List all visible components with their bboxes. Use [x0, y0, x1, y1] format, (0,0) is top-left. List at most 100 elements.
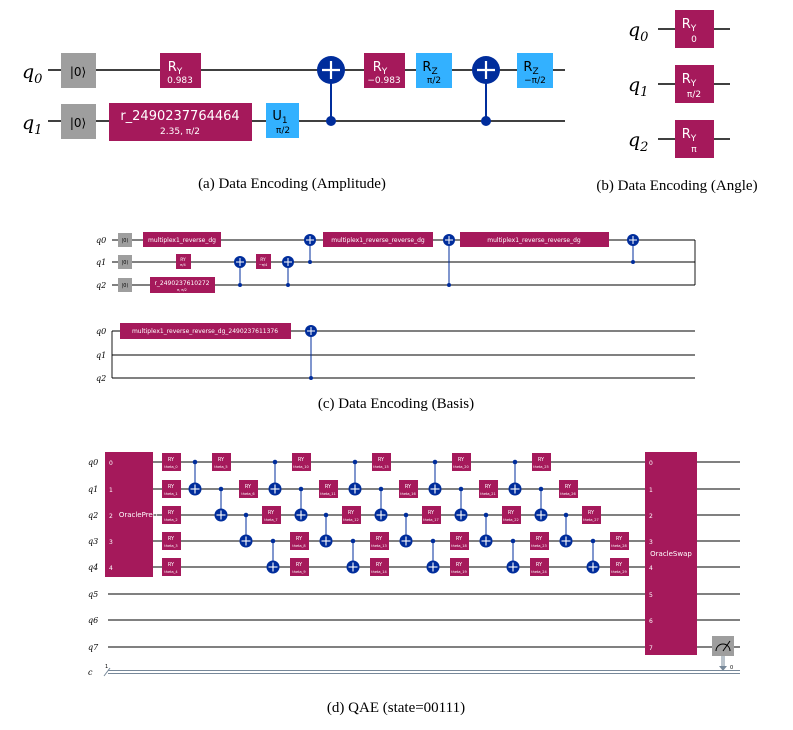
ry-gate-d-4 — [162, 558, 181, 576]
ry-gate-d-2 — [162, 506, 181, 524]
rz-gate-a-1-name: RZ — [422, 60, 437, 77]
ry-gate-d-0-name: RY — [168, 457, 175, 463]
ry-gate-d-14-name: RY — [376, 562, 383, 568]
ry-gate-d-14 — [370, 558, 389, 576]
ry-gate-d-6 — [239, 480, 258, 498]
panel-b-angle-circuit: q0 q1 q2 RY 0 RY π/2 RY π — [628, 10, 730, 158]
oracle-swap-port-1: 1 — [649, 487, 653, 494]
ry-gate-d-14-param: theta_14 — [371, 570, 387, 574]
oracle-prep-gate — [105, 452, 153, 577]
ry-gate-d-1-param: theta_1 — [164, 492, 177, 496]
ry-gate-d-18-param: theta_18 — [451, 544, 466, 548]
cnot-d-18-control — [563, 512, 569, 518]
qubit-label-c2-q0: q0 — [96, 327, 106, 336]
ry-gate-d-8 — [290, 532, 309, 550]
ry-gate-d-13 — [370, 532, 389, 550]
cnot-d-7-control — [350, 538, 356, 544]
ry-gate-d-24-param: theta_24 — [531, 570, 547, 574]
mux-gate-c-3-label: multiplex1_reverse_reverse_dg — [487, 237, 581, 244]
ry-gate-d-9 — [290, 558, 309, 576]
cnot-d-0-control — [192, 459, 198, 465]
oracle-prep-label: OraclePrep — [119, 511, 158, 519]
mux-gate-c-2-label: multiplex1_reverse_reverse_dg — [331, 237, 425, 244]
ry-gate-d-20-param: theta_20 — [453, 465, 468, 469]
ry-gate-d-4-param: theta_4 — [164, 570, 178, 574]
cnot-d-16-control — [512, 459, 518, 465]
ry-gate-d-23 — [530, 532, 549, 550]
qubit-label-a-q1: q1 — [22, 112, 42, 138]
ry-gate-a-1-param: 0.983 — [167, 76, 193, 86]
ry-gate-d-15-name: RY — [378, 457, 385, 463]
ry-gate-b-q1-param: π/2 — [687, 90, 701, 100]
ry-gate-a-2-param: −0.983 — [367, 76, 400, 86]
ry-gate-d-16 — [399, 480, 418, 498]
ry-gate-d-29 — [610, 558, 629, 576]
reset-c-q0-label: |0⟩ — [122, 238, 129, 244]
ry-gate-d-23-name: RY — [536, 536, 543, 542]
oracle-swap-gate — [645, 452, 697, 655]
ry-gate-d-2-name: RY — [168, 510, 175, 516]
oracle-prep-port-4: 4 — [109, 565, 113, 572]
cnot-c-5-control — [631, 260, 635, 264]
qubit-label-d-q3: q3 — [88, 537, 98, 546]
rz-gate-a-2 — [517, 53, 553, 88]
mux-gate-c-3 — [460, 232, 609, 247]
ry-gate-d-8-name: RY — [296, 536, 303, 542]
panel-c-basis-circuit: q0 q1 q2 |0⟩ |0⟩ |0⟩ multiplex1_reverse_… — [96, 232, 696, 383]
cnot-c-2-control — [286, 283, 290, 287]
ry-gate-b-q2-param: π — [691, 145, 697, 155]
ry-gate-d-26-param: theta_26 — [560, 492, 575, 496]
mux-gate-c-2 — [323, 232, 433, 247]
mux-gate-c-1-label: multiplex1_reverse_dg — [148, 237, 216, 244]
u1-gate-a-param: π/2 — [276, 126, 290, 136]
ry-gate-d-4-name: RY — [168, 562, 175, 568]
ry-gate-d-17-name: RY — [428, 510, 435, 516]
ry-gate-d-25-param: theta_25 — [533, 465, 548, 469]
qubit-label-b-q2: q2 — [628, 129, 648, 155]
caption-c: (c) Data Encoding (Basis) — [318, 396, 474, 412]
mux-gate-c-4-label: multiplex1_reverse_reverse_dg_2490237611… — [132, 328, 278, 335]
ry-gate-d-11 — [319, 480, 338, 498]
oracle-swap-port-0: 0 — [649, 460, 653, 467]
qubit-label-d-q0: q0 — [88, 458, 98, 467]
qubit-label-d-q2: q2 — [88, 511, 98, 520]
cnot-d-15-control — [510, 538, 516, 544]
qubit-label-b-q0: q0 — [628, 19, 648, 45]
u1-gate-a — [266, 103, 299, 138]
oracle-swap-port-2: 2 — [649, 513, 653, 520]
mux-gate-c-4 — [120, 323, 291, 339]
ry-gate-d-29-param: theta_29 — [611, 570, 626, 574]
qubit-label-c2-q2: q2 — [96, 374, 106, 383]
reset-label-a-q0: |0⟩ — [70, 65, 86, 79]
ry-gate-d-24-name: RY — [536, 562, 543, 568]
ry-gate-d-2-param: theta_2 — [164, 518, 177, 522]
ry-gate-d-10 — [292, 453, 311, 471]
cnot-d-10-control — [403, 512, 409, 518]
r-gate-c-param: π, π/2 — [177, 288, 187, 292]
cnot-c-6-control — [309, 376, 313, 380]
ry-gate-d-26 — [559, 480, 578, 498]
ry-gate-d-3 — [162, 532, 181, 550]
rz-gate-a-2-param: −π/2 — [524, 76, 546, 86]
cnot-d-19-control — [590, 538, 596, 544]
oracle-swap-port-7: 7 — [649, 645, 653, 652]
ry-gate-d-3-name: RY — [168, 536, 175, 542]
qubit-label-c-q1: q1 — [96, 258, 106, 267]
qubit-label-c-q2: q2 — [96, 281, 106, 290]
ry-gate-b-q0-param: 0 — [691, 35, 697, 45]
qubit-label-b-q1: q1 — [628, 74, 648, 100]
ry-gate-d-1-name: RY — [168, 484, 175, 490]
cnot-d-12-control — [432, 459, 438, 465]
cnot-d-5-control — [298, 486, 304, 492]
ry-gate-d-6-param: theta_6 — [241, 492, 254, 496]
oracle-prep-port-0: 0 — [109, 460, 113, 467]
ry-gate-d-18 — [450, 532, 469, 550]
reset-gate-a-q0 — [61, 53, 96, 88]
oracle-swap-port-3: 3 — [649, 539, 653, 546]
ry-gate-b-q0-name: RY — [682, 17, 697, 34]
caption-d: (d) QAE (state=00111) — [327, 700, 465, 716]
ry-gate-d-28-name: RY — [616, 536, 623, 542]
cnot-c-4-control — [447, 283, 451, 287]
ry-gate-d-16-name: RY — [405, 484, 412, 490]
